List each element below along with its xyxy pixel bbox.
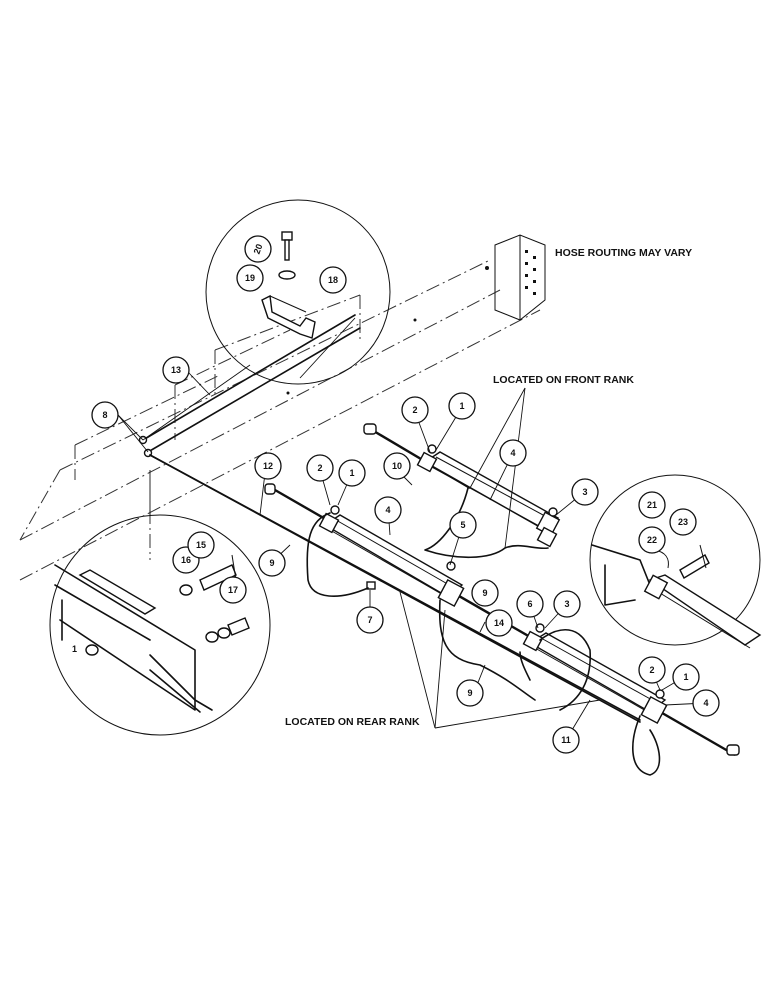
hose-12 — [149, 454, 641, 723]
svg-text:2: 2 — [412, 405, 417, 415]
callout-14: 14 — [485, 609, 513, 637]
cylinder-front-rank — [416, 444, 561, 548]
callout-20: 20 — [244, 235, 272, 263]
callout-7: 7 — [356, 606, 384, 634]
note-rear-rank: LOCATED ON REAR RANK — [285, 716, 420, 728]
svg-text:18: 18 — [328, 275, 338, 285]
svg-text:9: 9 — [467, 688, 472, 698]
svg-text:20: 20 — [252, 243, 265, 256]
svg-text:2: 2 — [649, 665, 654, 675]
callout-9-mid: 9 — [471, 579, 499, 607]
hose-assembly-13 — [138, 314, 361, 458]
svg-text:3: 3 — [564, 599, 569, 609]
svg-text:1: 1 — [459, 401, 464, 411]
hose-loops-9 — [306, 487, 661, 776]
svg-text:11: 11 — [561, 735, 571, 745]
cylinder-rear-rank — [522, 623, 668, 725]
svg-text:4: 4 — [703, 698, 708, 708]
svg-text:15: 15 — [196, 540, 206, 550]
callout-6: 6 — [516, 590, 544, 618]
callout-19: 19 — [236, 264, 264, 292]
svg-text:22: 22 — [647, 535, 657, 545]
cylinder-middle — [318, 505, 465, 608]
callout-4-front: 4 — [499, 439, 527, 467]
note-hose-routing: HOSE ROUTING MAY VARY — [555, 247, 692, 259]
svg-text:3: 3 — [582, 487, 587, 497]
callout-3-front: 3 — [571, 478, 599, 506]
callout-12: 12 — [254, 452, 282, 480]
svg-text:12: 12 — [263, 461, 273, 471]
svg-text:4: 4 — [510, 448, 515, 458]
callout-17: 17 — [219, 576, 247, 604]
svg-text:13: 13 — [171, 365, 181, 375]
callout-2-rear: 2 — [638, 656, 666, 684]
callout-11: 11 — [552, 726, 580, 754]
svg-text:1: 1 — [349, 468, 354, 478]
callout-2-front: 2 — [401, 396, 429, 424]
svg-text:10: 10 — [392, 461, 402, 471]
frame-post — [286, 234, 546, 395]
svg-text:23: 23 — [678, 517, 688, 527]
svg-text:2: 2 — [317, 463, 322, 473]
detail-clamp — [142, 199, 391, 441]
svg-text:19: 19 — [245, 273, 255, 283]
callout-1-rear: 1 — [672, 663, 700, 691]
detail-pin — [589, 474, 762, 649]
callout-22: 22 — [638, 526, 666, 554]
callout-10: 10 — [383, 452, 411, 480]
callout-3-rear: 3 — [553, 590, 581, 618]
callout-13: 13 — [162, 356, 190, 384]
callout-1-front: 1 — [448, 392, 476, 420]
callout-2-middle: 2 — [306, 454, 334, 482]
callout-15: 15 — [187, 531, 215, 559]
svg-text:7: 7 — [367, 615, 372, 625]
callout-23: 23 — [669, 508, 697, 536]
callout-5: 5 — [449, 511, 477, 539]
svg-text:5: 5 — [460, 520, 465, 530]
svg-text:1: 1 — [683, 672, 688, 682]
svg-text:17: 17 — [228, 585, 238, 595]
svg-text:9: 9 — [482, 588, 487, 598]
detail-pin-label: 1 — [72, 644, 77, 654]
callout-21: 21 — [638, 491, 666, 519]
svg-text:6: 6 — [527, 599, 532, 609]
callout-9-rear: 9 — [456, 679, 484, 707]
callout-4-middle: 4 — [374, 496, 402, 524]
svg-text:16: 16 — [181, 555, 191, 565]
callout-8: 8 — [91, 401, 119, 429]
detail-bracket — [49, 470, 271, 736]
svg-text:4: 4 — [385, 505, 390, 515]
fitting-7 — [366, 581, 376, 590]
callout-1-middle: 1 — [338, 459, 366, 487]
callout-9-left: 9 — [258, 549, 286, 577]
callout-18: 18 — [319, 266, 347, 294]
svg-text:14: 14 — [494, 618, 504, 628]
svg-text:8: 8 — [102, 410, 107, 420]
note-front-rank: LOCATED ON FRONT RANK — [493, 374, 634, 386]
callout-4-rear: 4 — [692, 689, 720, 717]
svg-text:21: 21 — [647, 500, 657, 510]
svg-text:9: 9 — [269, 558, 274, 568]
